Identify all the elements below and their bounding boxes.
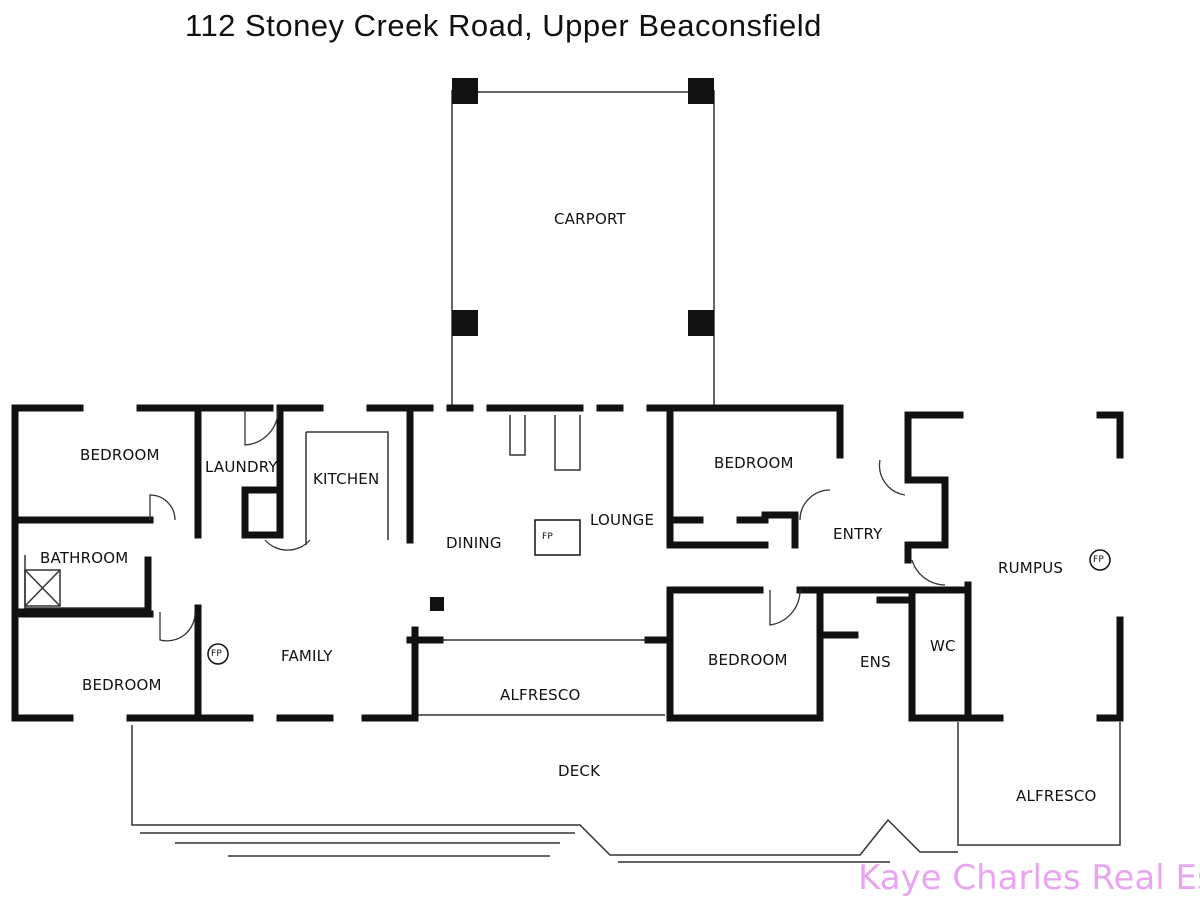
room-label-bedroom-s: BEDROOM [708, 651, 788, 669]
fireplace-lounge-label: FP [542, 532, 554, 542]
shower-cross [24, 569, 61, 607]
carport-post-ne [688, 78, 714, 104]
room-label-alfresco-east: ALFRESCO [1016, 787, 1097, 805]
door-bedroom-sw [159, 611, 196, 642]
room-label-rumpus: RUMPUS [998, 559, 1064, 577]
door-bedroom-nw [149, 494, 176, 521]
fireplace-rumpus-box [1089, 549, 1111, 571]
room-label-bedroom-nw: BEDROOM [80, 446, 160, 464]
door-rumpus [911, 559, 946, 586]
outer-wall-rumpus [904, 411, 1124, 722]
room-label-bedroom-sw: BEDROOM [82, 676, 162, 694]
room-label-carport: CARPORT [554, 210, 626, 228]
wall-bedroom-s [666, 586, 916, 722]
room-label-dining: DINING [446, 534, 502, 552]
room-label-lounge: LOUNGE [590, 511, 655, 529]
deck-outline [131, 725, 958, 856]
lounge-bench [509, 415, 581, 471]
room-label-wc: WC [930, 637, 956, 655]
alfresco-east-outline [957, 722, 1121, 846]
page-title: 112 Stoney Creek Road, Upper Beaconsfiel… [185, 8, 822, 43]
carport-post-nw [452, 78, 478, 104]
door-entry [878, 459, 906, 496]
room-label-deck: DECK [558, 762, 601, 780]
carport-post-se [688, 310, 714, 336]
wall-bedroom-sw [16, 604, 202, 722]
room-label-bedroom-n: BEDROOM [714, 454, 794, 472]
room-label-laundry: LAUNDRY [205, 458, 278, 476]
wall-rumpus-cupboard [908, 476, 949, 549]
alfresco-inner-wall [418, 639, 665, 716]
door-bedroom-n [799, 489, 831, 521]
room-label-kitchen: KITCHEN [313, 470, 380, 488]
wall-bathroom [16, 556, 152, 616]
wall-alfresco-west [406, 626, 674, 722]
room-label-bathroom: BATHROOM [40, 549, 129, 567]
dining-column [430, 597, 444, 611]
fireplace-family-label: FP [211, 649, 223, 659]
door-bedroom-s [769, 589, 801, 626]
carport-outline [451, 90, 715, 405]
wall-bedroom-n [666, 404, 844, 549]
shower [24, 569, 61, 607]
door-laundry [244, 409, 279, 446]
room-label-ens: ENS [860, 653, 891, 671]
room-label-family: FAMILY [281, 647, 333, 665]
room-label-alfresco: ALFRESCO [500, 686, 581, 704]
fireplace-rumpus-label: FP [1093, 555, 1105, 565]
kitchen-bench [305, 431, 389, 545]
wall-ens [818, 586, 916, 722]
fireplace-lounge-box [534, 519, 581, 556]
door-kitchen [264, 539, 311, 551]
fireplace-family-box [207, 643, 229, 665]
deck-steps [140, 832, 890, 863]
agency-watermark: Kaye Charles Real Es [858, 858, 1200, 898]
wall-laundry [194, 404, 284, 539]
wall-bedroom-nw [16, 404, 202, 524]
carport-post-sw [452, 310, 478, 336]
room-label-entry: ENTRY [833, 525, 883, 543]
